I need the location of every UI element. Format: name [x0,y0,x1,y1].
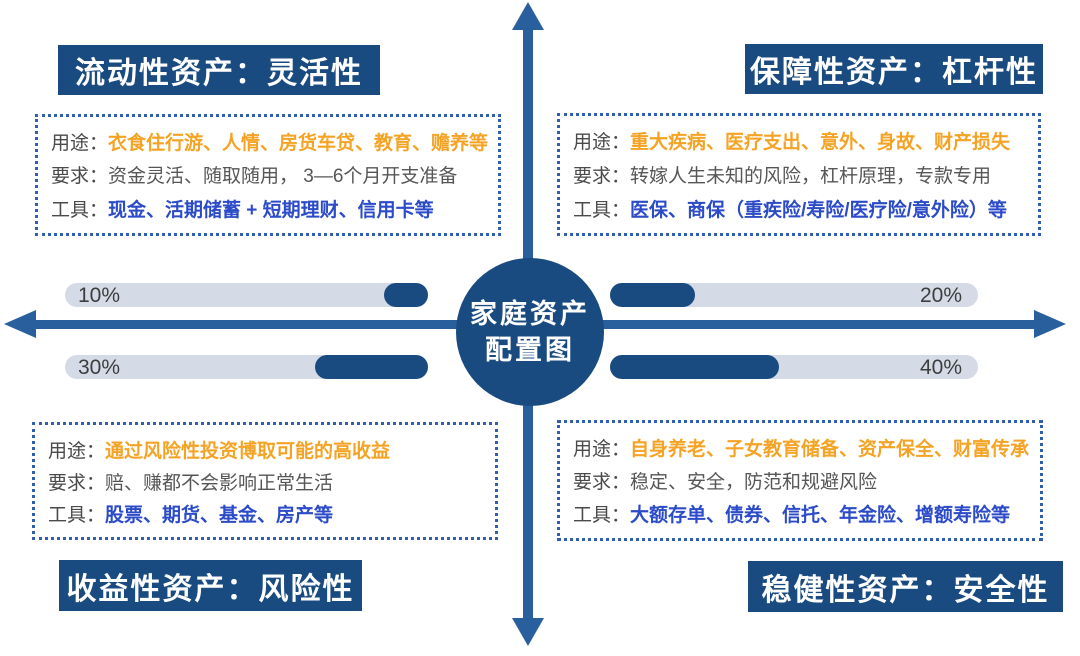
row-value: 现金、活期储蓄 + 短期理财、信用卡等 [108,199,434,221]
allocation-bar-30: 30% [65,355,428,379]
bar-fill [384,283,428,307]
allocation-percent-label: 30% [78,356,121,379]
row-value: 股票、期货、基金、房产等 [105,504,334,526]
arrow-down-icon [512,618,544,646]
arrow-up-icon [512,2,544,30]
allocation-percent-label: 10% [78,284,121,307]
quadrant-title-protective-assets: 保障性资产：杠杆性 [745,44,1043,94]
tools-row: 工具： 现金、活期储蓄 + 短期理财、信用卡等 [51,195,485,222]
quadrant-box-liquid-assets: 用途： 衣食住行游、人情、房货车贷、教育、赡养等 要求： 资金灵活、随取随用， … [35,114,501,236]
usage-row: 用途： 通过风险性投资博取可能的高收益 [48,436,482,463]
center-title-line1: 家庭资产 [470,298,590,329]
allocation-bar-10: 10% [65,283,428,307]
requirement-row: 要求： 稳定、安全，防范和规避风险 [573,467,1027,494]
row-value: 转嫁人生未知的风险，杠杆原理，专款专用 [630,165,992,187]
row-label: 要求： [51,166,109,188]
usage-row: 用途： 重大疾病、医疗支出、意外、身故、财产损失 [573,127,1025,154]
row-label: 要求： [573,165,631,187]
quadrant-title-liquid-assets: 流动性资产：灵活性 [58,45,380,95]
row-value: 大额存单、债券、信托、年金险、增额寿险等 [630,505,1011,526]
usage-row: 用途： 自身养老、子女教育储备、资产保全、财富传承 [573,434,1030,461]
row-value: 稳定、安全，防范和规避风险 [630,472,878,493]
row-value: 重大疾病、医疗支出、意外、身故、财产损失 [630,132,1011,154]
arrow-left-icon [4,310,36,338]
quadrant-box-protective-assets: 用途： 重大疾病、医疗支出、意外、身故、财产损失 要求： 转嫁人生未知的风险，杠… [557,113,1041,236]
row-value: 自身养老、子女教育储备、资产保全、财富传承 [630,439,1030,460]
row-label: 工具： [573,505,631,526]
tools-row: 工具： 医保、商保（重疾险/寿险/医疗险/意外险）等 [573,195,1025,222]
row-value: 资金灵活、随取随用， 3—6个月开支准备 [108,166,458,188]
center-title-line2: 配置图 [485,335,575,365]
row-value: 衣食住行游、人情、房货车贷、教育、赡养等 [108,133,489,155]
row-label: 用途： [48,440,106,462]
row-label: 工具： [573,199,631,221]
requirement-row: 要求： 转嫁人生未知的风险，杠杆原理，专款专用 [573,161,1025,188]
row-label: 要求： [48,472,106,494]
requirement-row: 要求： 资金灵活、随取随用， 3—6个月开支准备 [51,161,485,188]
allocation-bar-40: 40% [610,355,978,379]
row-label: 工具： [48,504,106,526]
allocation-bar-20: 20% [610,283,978,307]
row-label: 用途： [51,133,109,155]
quadrant-title-income-assets: 收益性资产：风险性 [59,560,362,611]
usage-row: 用途： 衣食住行游、人情、房货车贷、教育、赡养等 [51,128,489,155]
row-label: 工具： [51,199,109,221]
allocation-percent-label: 40% [919,356,962,379]
quadrant-box-stable-assets: 用途： 自身养老、子女教育储备、资产保全、财富传承 要求： 稳定、安全，防范和规… [557,420,1043,541]
bar-fill [315,355,428,379]
tools-row: 工具： 大额存单、债券、信托、年金险、增额寿险等 [573,500,1027,527]
requirement-row: 要求： 赔、赚都不会影响正常生活 [48,468,482,495]
row-label: 用途： [573,439,631,460]
row-label: 要求： [573,472,631,493]
quadrant-box-income-assets: 用途： 通过风险性投资博取可能的高收益 要求： 赔、赚都不会影响正常生活 工具：… [32,422,498,540]
row-label: 用途： [573,132,631,154]
allocation-percent-label: 20% [919,284,962,307]
arrow-right-icon [1034,310,1066,338]
row-value: 赔、赚都不会影响正常生活 [105,472,334,494]
center-title-circle: 家庭资产 配置图 [456,258,604,406]
tools-row: 工具： 股票、期货、基金、房产等 [48,500,482,527]
row-value: 通过风险性投资博取可能的高收益 [105,440,391,462]
row-value: 医保、商保（重疾险/寿险/医疗险/意外险）等 [630,199,1007,221]
quadrant-title-stable-assets: 稳健性资产：安全性 [748,561,1063,612]
bar-fill [610,283,695,307]
bar-fill [610,355,780,379]
